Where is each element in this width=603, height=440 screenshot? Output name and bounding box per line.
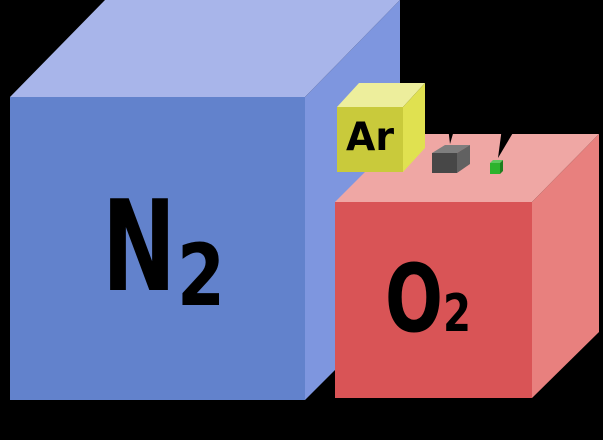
oxygen-cube-side-face — [532, 134, 599, 398]
gray-trace-cube — [432, 145, 470, 173]
arrow-to-gray-cube-icon — [447, 118, 457, 144]
green-trace-cube-top-face — [490, 160, 503, 163]
argon-cube-side-face — [403, 83, 425, 172]
labels: N 2 O 2 Ar — [102, 115, 471, 354]
nitrogen-label: N — [102, 173, 176, 320]
arrow-to-green-cube-icon — [498, 120, 517, 158]
green-trace-cube-front-face — [490, 163, 500, 174]
green-trace-cube — [490, 160, 503, 174]
green-trace-cube-side-face — [500, 160, 503, 174]
nitrogen-cube-top-face — [10, 0, 400, 97]
argon-cube-top-face — [337, 83, 425, 107]
argon-cube — [337, 83, 425, 172]
argon-label: Ar — [346, 115, 395, 160]
gray-trace-cube-side-face — [457, 145, 470, 173]
oxygen-cube-front-face — [335, 202, 532, 398]
nitrogen-label-subscript: 2 — [177, 226, 225, 326]
oxygen-cube — [335, 134, 599, 398]
gray-trace-cube-top-face — [432, 145, 470, 153]
oxygen-label: O — [385, 245, 443, 354]
argon-cube-front-face — [337, 107, 403, 172]
gray-trace-cube-front-face — [432, 153, 457, 173]
oxygen-label-subscript: 2 — [443, 284, 471, 344]
nitrogen-cube-front-face — [10, 97, 305, 400]
